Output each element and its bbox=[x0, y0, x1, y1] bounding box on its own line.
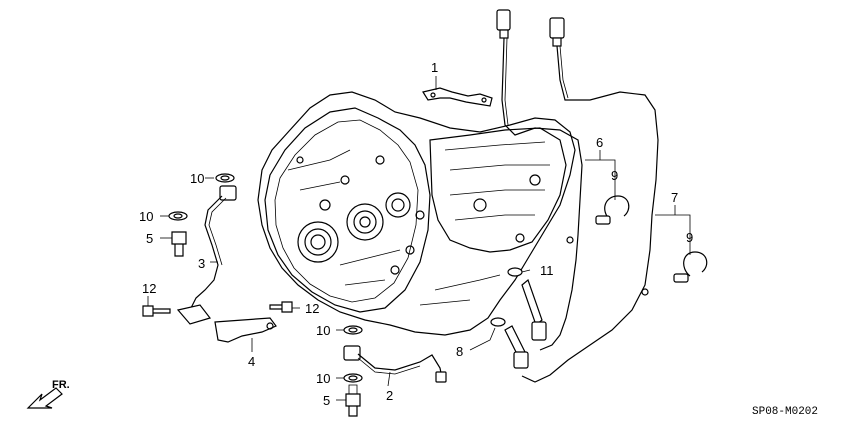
callout-10d: 10 bbox=[316, 371, 330, 386]
callout-1: 1 bbox=[431, 60, 438, 75]
callout-5a: 5 bbox=[146, 231, 153, 246]
front-direction-arrow: FR. bbox=[26, 379, 70, 409]
callout-12a: 12 bbox=[142, 281, 156, 296]
callout-labels: 1 2 3 4 5 5 6 7 8 9 9 10 10 10 10 11 12 … bbox=[139, 60, 693, 408]
callout-7: 7 bbox=[671, 190, 678, 205]
harness-part-6 bbox=[496, 9, 583, 351]
callout-9b: 9 bbox=[686, 230, 693, 245]
pipe-part-3 bbox=[176, 185, 237, 325]
callout-10b: 10 bbox=[139, 209, 153, 224]
callout-11: 11 bbox=[540, 263, 554, 278]
bolt-part-12a bbox=[142, 305, 171, 317]
transmission-case bbox=[257, 91, 576, 336]
bolt-part-5a bbox=[171, 231, 187, 257]
callout-4: 4 bbox=[248, 354, 255, 369]
washer-part-10d bbox=[343, 373, 363, 383]
switch-part-11 bbox=[507, 267, 547, 341]
callout-5b: 5 bbox=[323, 393, 330, 408]
washer-part-10c bbox=[343, 325, 363, 335]
switch-part-8 bbox=[490, 317, 529, 369]
callout-12b: 12 bbox=[305, 301, 319, 316]
bracket-part-1 bbox=[422, 87, 493, 107]
bolt-part-5b bbox=[345, 384, 361, 417]
washer-part-10b bbox=[168, 211, 188, 221]
callout-10c: 10 bbox=[316, 323, 330, 338]
sensor-part-9a bbox=[566, 195, 630, 244]
callout-10a: 10 bbox=[190, 171, 204, 186]
callout-3: 3 bbox=[198, 256, 205, 271]
callout-9a: 9 bbox=[611, 168, 618, 183]
washer-part-10a bbox=[215, 173, 235, 183]
diagram-code: SP08-M0202 bbox=[752, 406, 818, 418]
pipe-part-2 bbox=[343, 345, 447, 383]
direction-label: FR. bbox=[52, 379, 70, 391]
leader-lines bbox=[147, 76, 691, 401]
callout-8: 8 bbox=[456, 344, 463, 359]
bracket-part-4 bbox=[214, 317, 277, 343]
harness-part-7 bbox=[521, 17, 659, 383]
callout-2: 2 bbox=[386, 388, 393, 403]
callout-6: 6 bbox=[596, 135, 603, 150]
bolt-part-12b bbox=[269, 301, 293, 313]
sensor-part-9b bbox=[641, 251, 708, 296]
